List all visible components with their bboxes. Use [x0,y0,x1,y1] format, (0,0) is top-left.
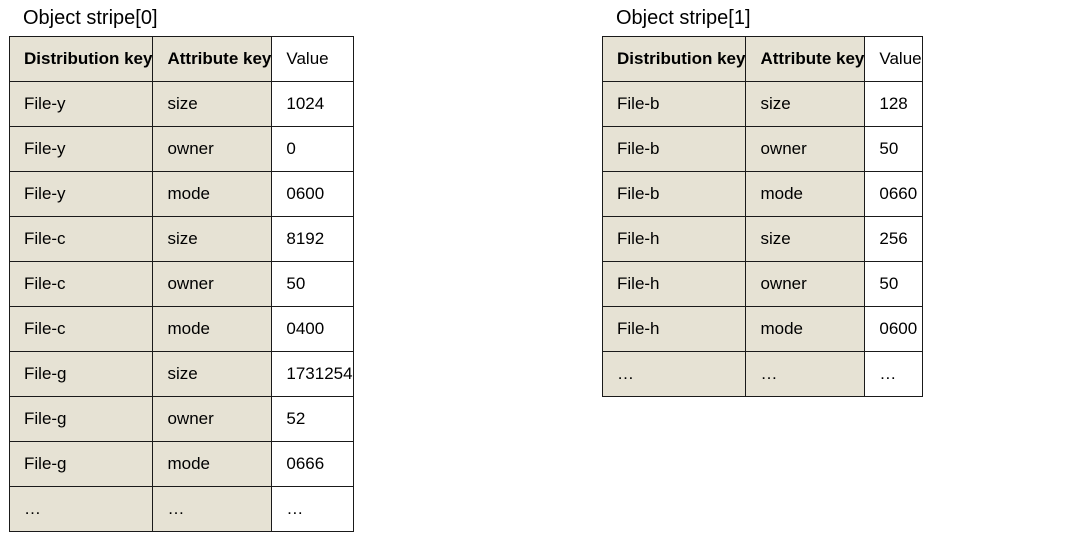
value-cell: 1024 [271,81,354,127]
stripe-caption: Object stripe[0] [23,7,158,29]
distribution-key-cell: File-y [8,171,154,217]
distribution-key-cell: File-y [8,126,154,172]
header-value: Value [864,36,923,82]
value-cell: 8192 [271,216,354,262]
header-distribution-key: Distribution key [8,36,154,82]
attribute-key-cell: size [152,81,273,127]
attribute-key-cell: … [745,351,866,397]
value-cell: … [271,486,354,532]
table-header-row: Distribution key Attribute key Value [601,36,923,82]
table-header-row: Distribution key Attribute key Value [8,36,354,82]
value-cell: 50 [864,126,923,172]
header-attribute-key: Attribute key [745,36,866,82]
attribute-key-cell: size [745,216,866,262]
value-cell: 0660 [864,171,923,217]
attribute-key-cell: owner [152,126,273,172]
value-cell: 256 [864,216,923,262]
attribute-key-cell: owner [152,261,273,307]
value-cell: 0600 [864,306,923,352]
value-cell: 128 [864,81,923,127]
value-cell: 52 [271,396,354,442]
distribution-key-cell: File-b [601,171,747,217]
attribute-key-cell: size [152,351,273,397]
distribution-key-cell: File-b [601,81,747,127]
value-cell: 0600 [271,171,354,217]
value-cell: 1731254 [271,351,354,397]
value-cell: 50 [271,261,354,307]
value-cell: 0666 [271,441,354,487]
distribution-key-cell: File-g [8,396,154,442]
distribution-key-cell: File-c [8,216,154,262]
attribute-key-cell: mode [152,171,273,217]
attribute-key-cell: mode [152,441,273,487]
distribution-key-cell: File-b [601,126,747,172]
attribute-key-cell: owner [745,261,866,307]
distribution-key-cell: File-h [601,306,747,352]
distribution-key-cell: File-h [601,216,747,262]
value-cell: 50 [864,261,923,307]
distribution-key-cell: File-c [8,306,154,352]
attribute-key-cell: owner [745,126,866,172]
value-cell: 0 [271,126,354,172]
attribute-key-cell: size [152,216,273,262]
stripe-table: Distribution key Attribute key Value Fil… [8,36,354,532]
distribution-key-cell: File-g [8,351,154,397]
attribute-key-cell: mode [745,171,866,217]
value-cell: … [864,351,923,397]
attribute-key-cell: mode [152,306,273,352]
distribution-key-cell: File-y [8,81,154,127]
attribute-key-cell: size [745,81,866,127]
distribution-key-cell: File-g [8,441,154,487]
stripe-table: Distribution key Attribute key Value Fil… [601,36,923,397]
attribute-key-cell: owner [152,396,273,442]
table-row: ……… [601,351,923,397]
distribution-key-cell: File-h [601,261,747,307]
table-row: ……… [8,486,354,532]
header-distribution-key: Distribution key [601,36,747,82]
attribute-key-cell: … [152,486,273,532]
distribution-key-cell: … [8,486,154,532]
header-attribute-key: Attribute key [152,36,273,82]
distribution-key-cell: File-c [8,261,154,307]
distribution-key-cell: … [601,351,747,397]
value-cell: 0400 [271,306,354,352]
attribute-key-cell: mode [745,306,866,352]
header-value: Value [271,36,354,82]
stripe-caption: Object stripe[1] [616,7,751,29]
